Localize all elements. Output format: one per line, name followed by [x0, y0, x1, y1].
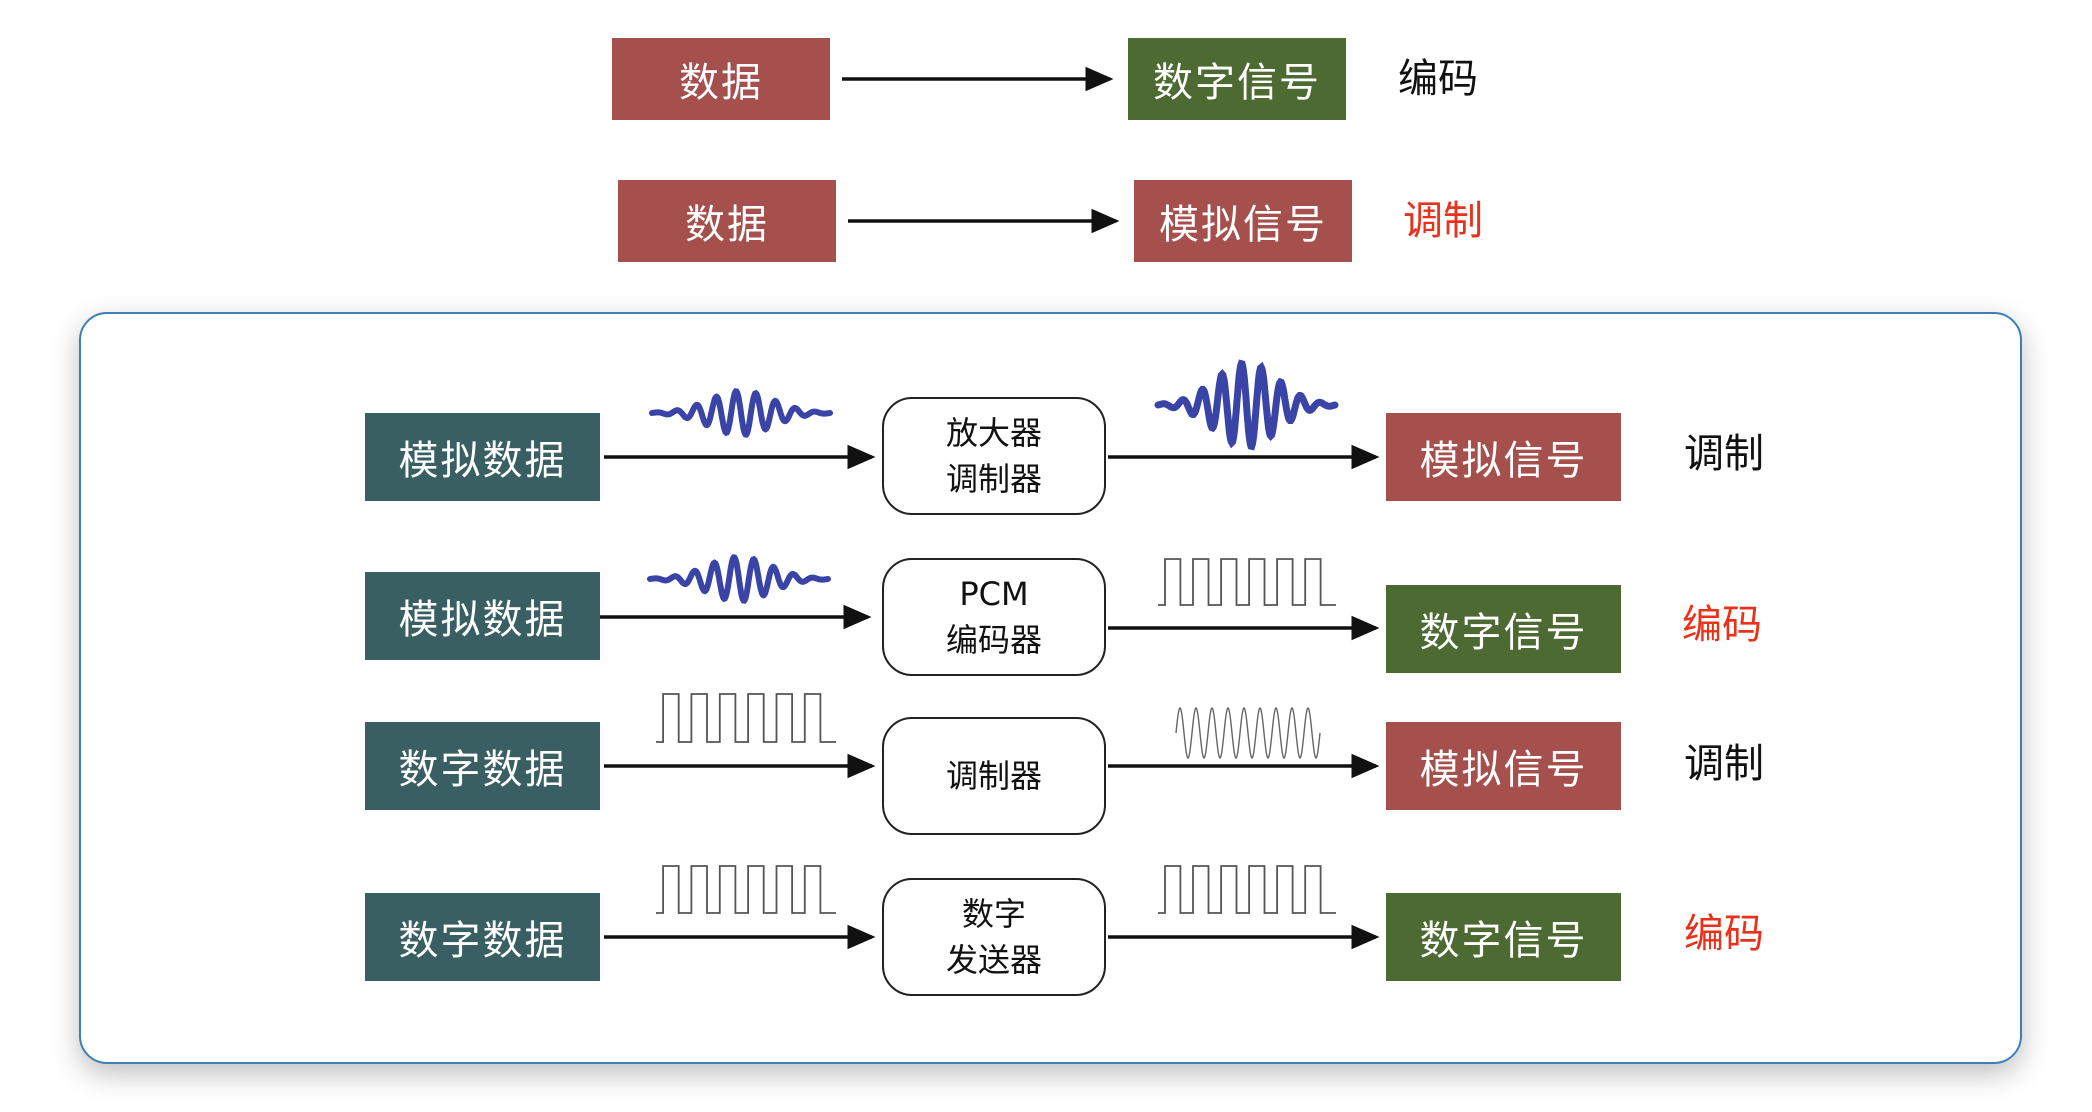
row1-source-label: 模拟数据	[398, 438, 567, 484]
row2-target-label: 数字信号	[1419, 610, 1588, 656]
row2-device-line2: 编码器	[945, 621, 1042, 659]
row1-target-label: 模拟信号	[1419, 438, 1588, 484]
square-wave-icon	[656, 693, 836, 743]
top-result-label-1: 编码	[1398, 56, 1478, 102]
row2-device: PCM 编码器	[882, 558, 1106, 676]
row4-device-line1: 数字	[961, 894, 1026, 933]
analog-wave-icon	[649, 388, 833, 438]
row4-source-box: 数字数据	[365, 893, 600, 981]
top-data-box-2: 数据	[618, 180, 836, 262]
row4-device-line2: 发送器	[945, 941, 1042, 979]
row2-device-line1: PCM	[959, 574, 1029, 613]
row4-source-label: 数字数据	[398, 918, 567, 964]
square-wave-icon	[1158, 865, 1336, 914]
sine-wave-icon	[1175, 706, 1321, 760]
top-digital-signal-box: 数字信号	[1128, 38, 1346, 120]
row3-device-line1: 调制器	[945, 756, 1042, 795]
top-digital-signal-label: 数字信号	[1153, 60, 1321, 106]
row1-source-box: 模拟数据	[365, 413, 600, 501]
row4-result-label: 编码	[1684, 911, 1764, 957]
row3-device: 调制器	[882, 717, 1106, 835]
row4-target-label: 数字信号	[1419, 918, 1588, 964]
square-wave-icon	[1158, 558, 1336, 606]
row3-source-label: 数字数据	[398, 747, 567, 793]
row2-result-label: 编码	[1682, 602, 1762, 648]
row3-source-box: 数字数据	[365, 722, 600, 810]
top-analog-signal-label: 模拟信号	[1159, 202, 1327, 248]
row1-result-label: 调制	[1684, 431, 1764, 477]
row2-target-box: 数字信号	[1386, 585, 1621, 673]
row3-target-label: 模拟信号	[1419, 747, 1588, 793]
row1-device-line2: 调制器	[945, 460, 1042, 498]
top-data-label-1: 数据	[679, 60, 763, 106]
analog-wave-icon	[647, 554, 831, 604]
row4-target-box: 数字信号	[1386, 893, 1621, 981]
row2-source-label: 模拟数据	[398, 597, 567, 643]
row4-device: 数字 发送器	[882, 878, 1106, 996]
row3-result-label: 调制	[1684, 741, 1764, 787]
row2-source-box: 模拟数据	[365, 572, 600, 660]
square-wave-icon	[656, 865, 836, 914]
analog-wave-icon	[1154, 359, 1339, 451]
top-result-label-2: 调制	[1403, 198, 1483, 244]
row1-device-line1: 放大器	[945, 413, 1042, 452]
top-data-label-2: 数据	[685, 202, 769, 248]
top-analog-signal-box: 模拟信号	[1134, 180, 1352, 262]
top-data-box-1: 数据	[612, 38, 830, 120]
row1-target-box: 模拟信号	[1386, 413, 1621, 501]
row3-target-box: 模拟信号	[1386, 722, 1621, 810]
row1-device: 放大器 调制器	[882, 397, 1106, 515]
